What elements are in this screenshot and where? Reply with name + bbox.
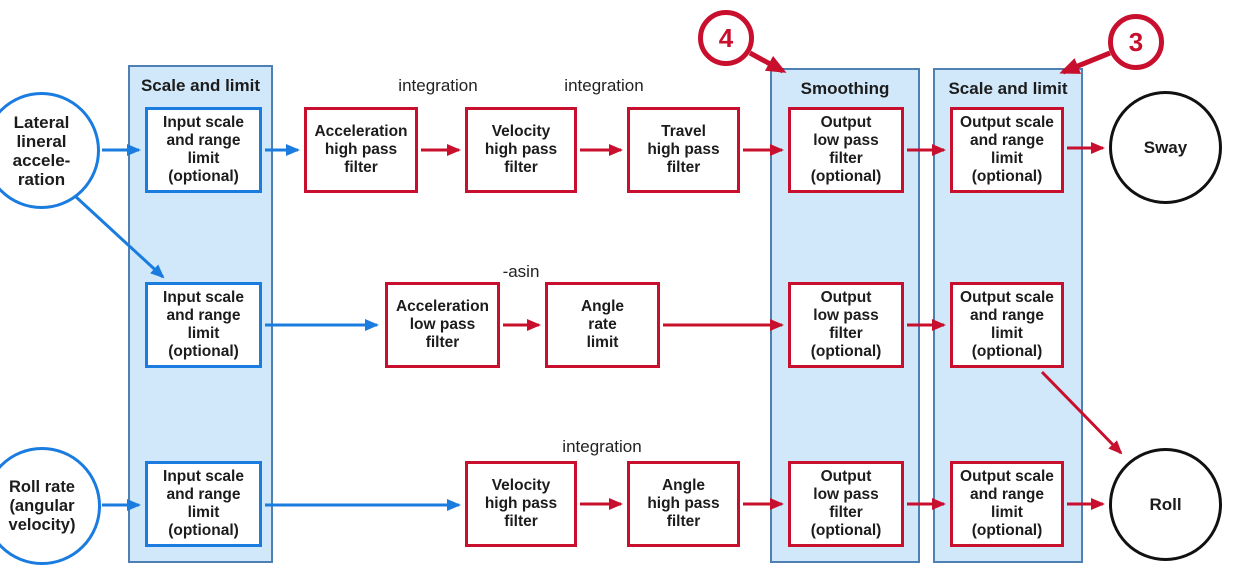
blue-arrows: [73, 144, 461, 511]
arrow: [1059, 50, 1111, 75]
callout-badge-4: 4: [698, 10, 754, 66]
arrow: [748, 50, 787, 74]
box-angle-high-pass-filter: Angle high pass filter: [627, 461, 740, 547]
label-integration-1: integration: [398, 76, 478, 95]
source-node-roll-rate: Roll rate (angular velocity): [0, 447, 101, 565]
label-asin: -asin: [502, 262, 540, 281]
box-velocity-high-pass-filter-row3: Velocity high pass filter: [465, 461, 577, 547]
box-acceleration-low-pass-filter: Acceleration low pass filter: [385, 282, 500, 368]
output-node-roll: Roll: [1109, 448, 1222, 561]
label-integration-2: integration: [564, 76, 644, 95]
box-input-scale-row3: Input scale and range limit (optional): [145, 461, 262, 547]
label-integration-3: integration: [562, 437, 642, 456]
panel-title: Scale and limit: [948, 79, 1068, 98]
source-node-lateral-acceleration: Lateral lineral accele- ration: [0, 92, 100, 209]
panel-title: Scale and limit: [140, 76, 261, 95]
panel-title: Smoothing: [800, 79, 890, 98]
box-output-low-pass-row3: Output low pass filter (optional): [788, 461, 904, 547]
box-angle-rate-limit: Angle rate limit: [545, 282, 660, 368]
box-output-scale-row2: Output scale and range limit (optional): [950, 282, 1064, 368]
box-output-low-pass-row2: Output low pass filter (optional): [788, 282, 904, 368]
callout-badge-3: 3: [1108, 14, 1164, 70]
badge-arrows: [748, 50, 1111, 75]
box-input-scale-row2: Input scale and range limit (optional): [145, 282, 262, 368]
box-output-low-pass-row1: Output low pass filter (optional): [788, 107, 904, 193]
box-input-scale-row1: Input scale and range limit (optional): [145, 107, 262, 193]
arrow: [73, 194, 165, 279]
box-velocity-high-pass-filter-row1: Velocity high pass filter: [465, 107, 577, 193]
box-travel-high-pass-filter: Travel high pass filter: [627, 107, 740, 193]
red-arrows: [421, 142, 1123, 510]
arrow: [1040, 370, 1123, 455]
box-output-scale-row3: Output scale and range limit (optional): [950, 461, 1064, 547]
box-output-scale-row1: Output scale and range limit (optional): [950, 107, 1064, 193]
output-node-sway: Sway: [1109, 91, 1222, 204]
box-acceleration-high-pass-filter: Acceleration high pass filter: [304, 107, 418, 193]
